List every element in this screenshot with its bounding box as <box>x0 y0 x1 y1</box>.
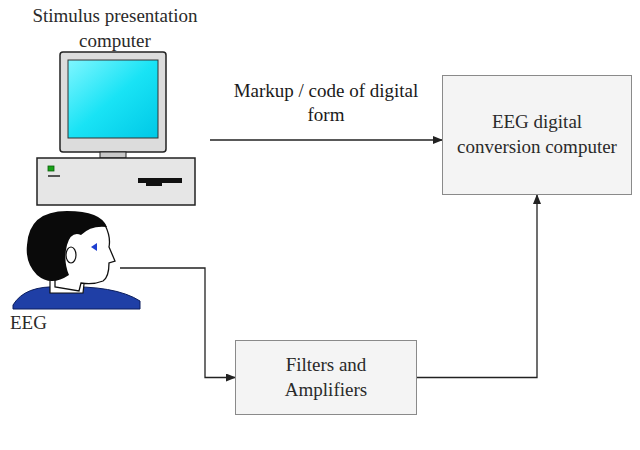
process-box: Filters and Amplifiers <box>235 340 417 415</box>
box-label: Filters and Amplifiers <box>244 353 408 402</box>
drive-button <box>146 183 162 186</box>
hair <box>27 211 107 281</box>
monitor-frame <box>60 52 166 152</box>
edge-label: Markup / code of digital form <box>220 79 432 128</box>
figure-label: EEG <box>10 311 47 336</box>
box-label: EEG digital conversion computer <box>451 110 623 159</box>
ear <box>66 247 76 263</box>
eye <box>91 243 97 251</box>
computer-figure: Stimulus presentation computer <box>20 0 210 205</box>
computer-tower <box>37 158 195 205</box>
connector-arrow <box>210 139 442 140</box>
connector-arrow <box>120 268 235 378</box>
power-light <box>48 166 54 171</box>
connector-arrow <box>417 195 537 378</box>
drive-slot <box>138 178 182 183</box>
figure-label: Stimulus presentation computer <box>20 4 210 53</box>
monitor-stand <box>100 152 126 158</box>
subject-figure: EEG <box>5 205 120 340</box>
process-box: EEG digital conversion computer <box>442 75 632 195</box>
monitor-screen <box>68 60 158 138</box>
tower-slot <box>48 175 60 177</box>
